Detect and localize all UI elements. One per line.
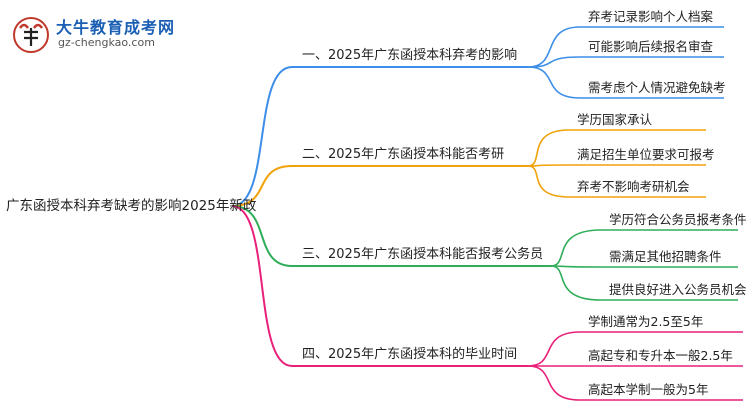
branch-leaf-connector xyxy=(550,265,602,301)
root-branch-connector xyxy=(231,205,293,267)
logo-title: 大牛教育成考网 xyxy=(56,18,176,37)
branch-topic: 四、2025年广东函授本科的毕业时间 xyxy=(302,347,518,362)
leaf-topic: 需考虑个人情况避免缺考 xyxy=(588,80,726,95)
leaf-topic: 需满足其他招聘条件 xyxy=(609,249,722,264)
leaf-topic: 弃考记录影响个人档案 xyxy=(588,9,714,24)
leaf-topic: 提供良好进入公务员机会 xyxy=(609,282,747,297)
root-branch-connector xyxy=(231,205,293,367)
branch-topic: 二、2025年广东函授本科能否考研 xyxy=(302,147,505,162)
leaf-topic: 学历国家承认 xyxy=(577,112,653,127)
branch-topic: 一、2025年广东函授本科弃考的影响 xyxy=(302,48,518,63)
leaf-topic: 可能影响后续报名审查 xyxy=(588,39,714,54)
logo-url: gz-chengkao.com xyxy=(58,36,155,49)
root-topic: 广东函授本科弃考缺考的影响2025年新政 xyxy=(6,198,257,214)
branch-leaf-connector xyxy=(527,165,570,198)
leaf-topic: 高起本学制一般为5年 xyxy=(588,382,709,397)
leaf-topic: 学历符合公务员报考条件 xyxy=(609,212,747,227)
root-branch-connector xyxy=(231,165,293,207)
leaf-topic: 学制通常为2.5至5年 xyxy=(588,314,704,329)
branch-leaf-connector xyxy=(527,129,570,167)
branch-leaf-connector xyxy=(527,66,581,99)
site-logo[interactable]: 大牛教育成考网 gz-chengkao.com xyxy=(12,12,202,56)
branch-leaf-connector xyxy=(527,365,581,401)
leaf-topic: 高起专和专升本一般2.5年 xyxy=(588,348,733,363)
branch-leaf-connector xyxy=(527,331,581,367)
branch-topic: 三、2025年广东函授本科能否报考公务员 xyxy=(302,247,544,262)
leaf-topic: 满足招生单位要求可报考 xyxy=(577,147,715,162)
root-branch-connector xyxy=(231,66,293,207)
branch-leaf-connector xyxy=(550,265,602,268)
branch-leaf-connector xyxy=(550,229,602,267)
branch-leaf-connector xyxy=(527,164,570,167)
leaf-topic: 弃考不影响考研机会 xyxy=(577,179,690,194)
bull-logo-icon xyxy=(13,17,49,53)
branch-leaf-connector xyxy=(527,56,581,68)
branch-leaf-connector xyxy=(527,26,581,68)
